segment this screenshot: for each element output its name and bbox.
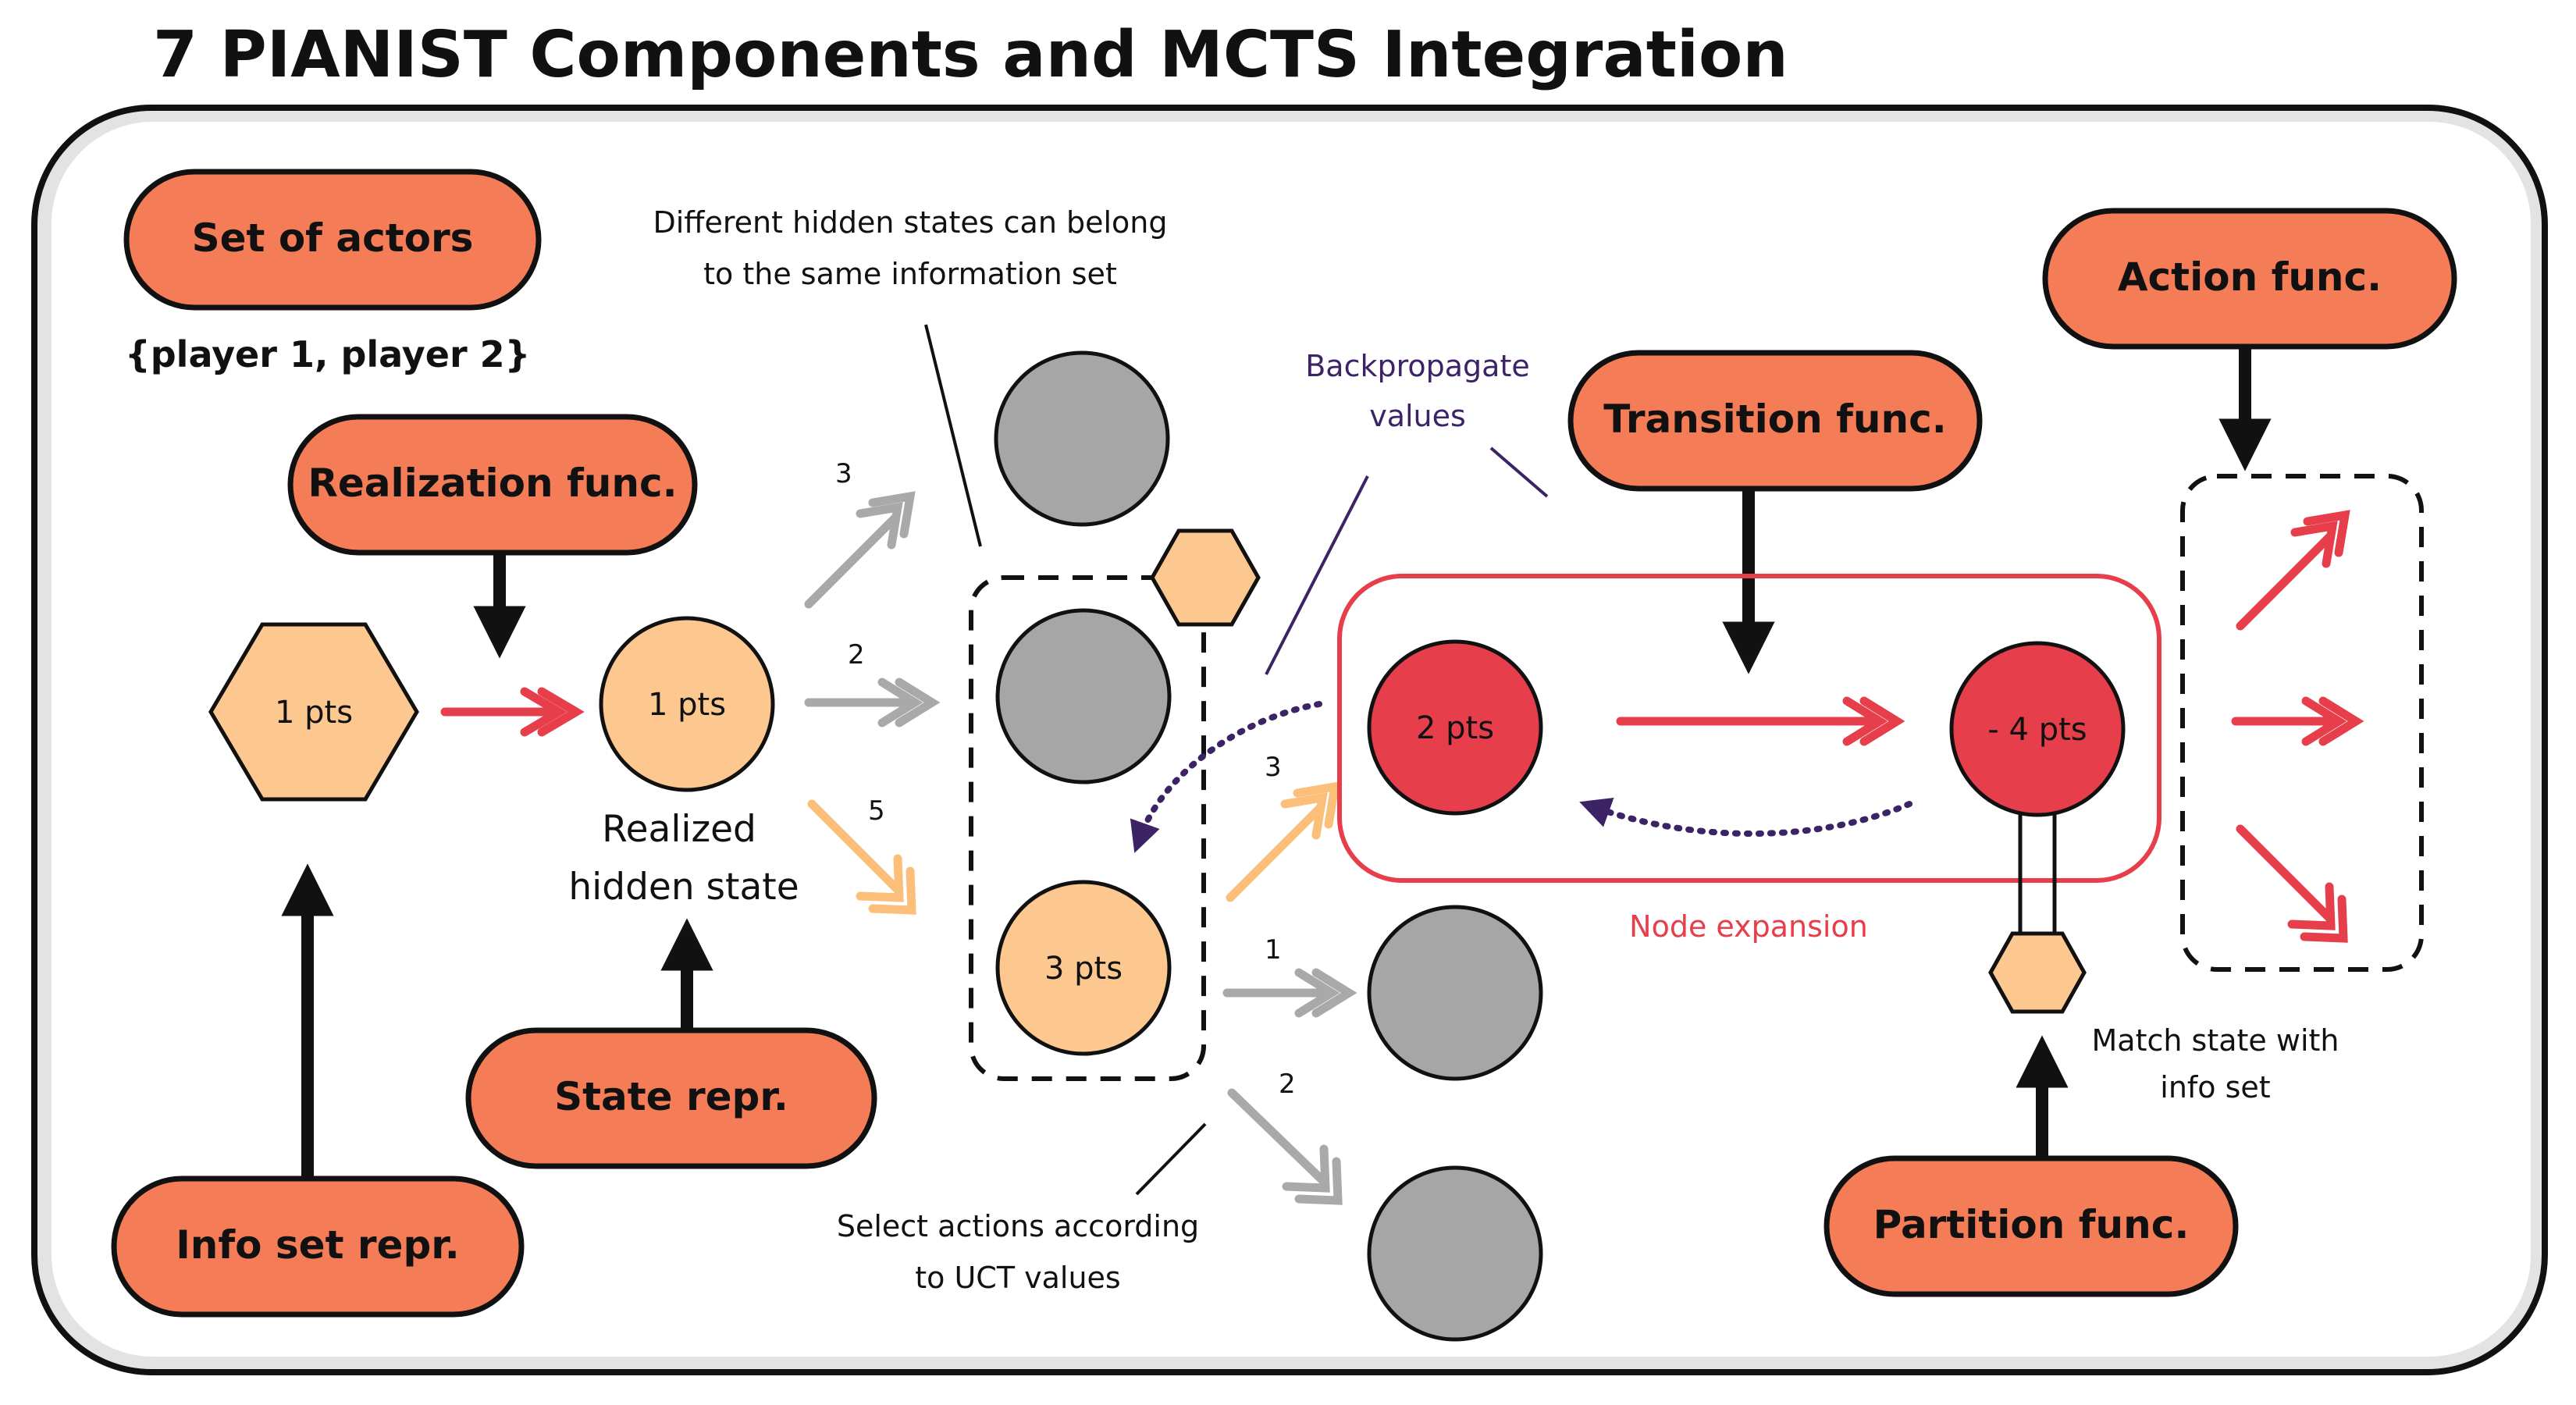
realize-arrow bbox=[440, 687, 585, 737]
action-set-box bbox=[2180, 474, 2424, 972]
backprop-pointer-1 bbox=[1265, 475, 1369, 675]
realized-hidden-state-pts: 1 pts bbox=[648, 687, 726, 723]
expanded-node: 2 pts bbox=[1367, 639, 1543, 816]
backprop-arrow-left bbox=[1130, 701, 1322, 853]
info-set-box-hexagon bbox=[1150, 528, 1261, 627]
action-arrow-up bbox=[2236, 510, 2350, 631]
arrow-selected-to-right bbox=[1222, 968, 1357, 1018]
arrow-realized-to-top bbox=[804, 491, 916, 609]
match-hexagon bbox=[1988, 931, 2087, 1014]
match-note-2: info set bbox=[2160, 1070, 2270, 1104]
actors-list: {player 1, player 2} bbox=[125, 333, 530, 375]
child-node-bottom bbox=[1367, 1165, 1543, 1342]
edge-number-selected-up: 3 bbox=[1265, 752, 1282, 783]
edge-number-top: 3 bbox=[835, 458, 852, 489]
match-connector bbox=[2018, 815, 2057, 934]
backprop-pointer-2 bbox=[1489, 446, 1549, 498]
hidden-state-node-middle bbox=[995, 608, 1172, 784]
backprop-note-1: Backpropagate bbox=[1305, 349, 1530, 383]
page-title: 7 PIANIST Components and MCTS Integratio… bbox=[153, 18, 1788, 92]
state-repr-label: State repr. bbox=[554, 1074, 788, 1119]
partition-func-label: Partition func. bbox=[1873, 1202, 2190, 1247]
realization-func-pill: Realization func. bbox=[287, 414, 698, 556]
edge-number-selected-down: 2 bbox=[1279, 1069, 1296, 1100]
hidden-states-note-1: Different hidden states can belong bbox=[653, 205, 1167, 240]
realized-hidden-state-label-2: hidden state bbox=[568, 866, 799, 909]
select-actions-note-1: Select actions according bbox=[837, 1209, 1199, 1243]
state-repr-pill: State repr. bbox=[465, 1027, 877, 1169]
realized-hidden-state-label-1: Realized bbox=[602, 808, 756, 851]
match-note-1: Match state with bbox=[2092, 1023, 2339, 1058]
realization-func-label: Realization func. bbox=[308, 461, 677, 506]
child-node: - 4 pts bbox=[1949, 641, 2126, 817]
arrow-selected-to-bottom bbox=[1227, 1088, 1343, 1205]
backprop-arrow-right bbox=[1579, 797, 1912, 837]
edge-number-selected-right: 1 bbox=[1265, 934, 1282, 966]
set-of-actors-label: Set of actors bbox=[192, 215, 474, 261]
child-node-right bbox=[1367, 905, 1543, 1081]
select-actions-note-2: to UCT values bbox=[915, 1261, 1120, 1295]
node-expansion-label: Node expansion bbox=[1629, 909, 1868, 944]
info-set-repr-label: Info set repr. bbox=[176, 1222, 460, 1268]
hidden-state-node-top bbox=[994, 350, 1170, 527]
transition-func-pill: Transition func. bbox=[1567, 350, 1983, 492]
child-node-pts: - 4 pts bbox=[1987, 712, 2087, 748]
edge-number-middle: 2 bbox=[848, 639, 865, 670]
selected-node: 3 pts bbox=[995, 880, 1172, 1056]
set-of-actors-pill: Set of actors bbox=[123, 169, 542, 311]
action-arrow-down bbox=[2236, 824, 2348, 943]
realized-hidden-state-node: 1 pts bbox=[599, 616, 775, 792]
arrow-realized-to-selected bbox=[807, 799, 916, 915]
select-actions-pointer bbox=[1135, 1122, 1207, 1196]
hidden-states-note-2: to the same information set bbox=[703, 257, 1117, 291]
info-set-hexagon-label: 1 pts bbox=[275, 695, 353, 731]
selected-node-pts: 3 pts bbox=[1044, 951, 1123, 987]
transition-arrow-red bbox=[1616, 696, 1905, 746]
partition-func-pill: Partition func. bbox=[1823, 1155, 2239, 1297]
info-set-repr-pill: Info set repr. bbox=[111, 1176, 525, 1318]
transition-func-label: Transition func. bbox=[1603, 397, 1946, 442]
hidden-states-pointer bbox=[924, 324, 982, 547]
edge-number-lower: 5 bbox=[868, 795, 885, 827]
info-set-hexagon: 1 pts bbox=[208, 622, 419, 802]
action-func-pill: Action func. bbox=[2042, 208, 2457, 350]
info-set-box bbox=[969, 575, 1206, 1081]
backprop-note-2: values bbox=[1369, 399, 1466, 433]
action-arrow-right bbox=[2231, 696, 2364, 746]
expanded-node-pts: 2 pts bbox=[1416, 710, 1494, 746]
node-expansion-box bbox=[1337, 574, 2161, 883]
arrow-selected-to-expanded bbox=[1226, 781, 1340, 902]
arrow-realized-to-middle bbox=[804, 678, 941, 727]
action-func-label: Action func. bbox=[2118, 254, 2382, 300]
